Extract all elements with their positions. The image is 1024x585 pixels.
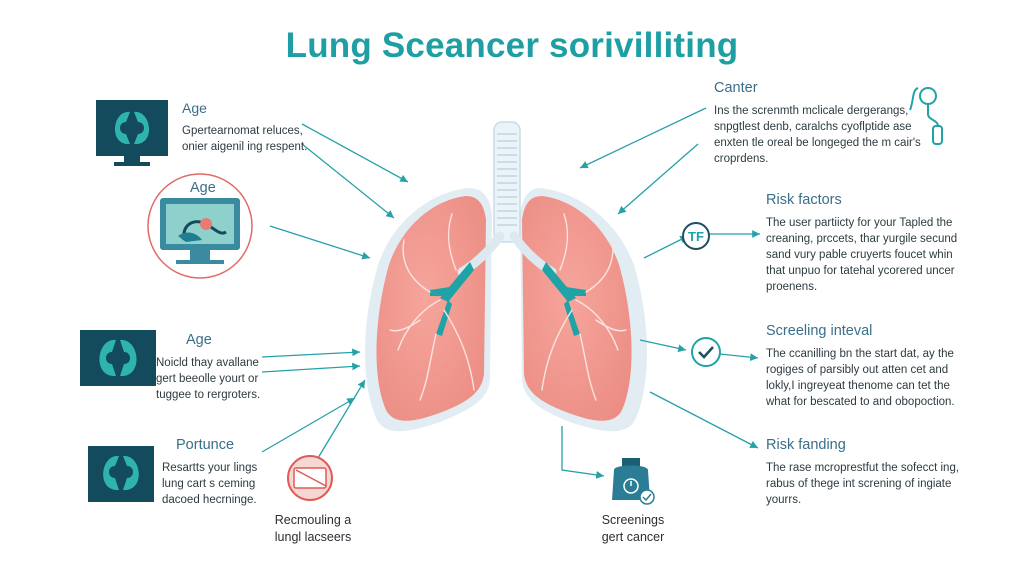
left-block-3: Age Noicld thay avallane gert beeolle yo… <box>156 332 286 403</box>
left-block-1-text: Gpertearnomat reluces, onier aigenil ing… <box>182 125 308 153</box>
trachea <box>493 121 521 243</box>
left-block-4-text: Resartts your lings lung cart s ceming d… <box>162 462 258 506</box>
right-block-3: Screeling inteval The ccanilling bn the … <box>766 323 996 410</box>
right-block-2: Risk factors The user partiicty for your… <box>766 192 996 295</box>
right-block-2-text: The user partiicty for your Tapled the c… <box>766 217 958 293</box>
stethoscope-monitor-icon <box>147 173 253 279</box>
right-block-1-heading: Canter <box>714 80 758 96</box>
svg-text:TF: TF <box>688 229 704 244</box>
lungs-illustration <box>364 121 648 432</box>
right-block-3-heading: Screeling inteval <box>766 323 873 339</box>
connector-arrows <box>261 107 760 479</box>
right-lung <box>522 196 632 421</box>
no-smoking-icon <box>287 455 333 501</box>
pulse-sensor-icon <box>909 87 943 145</box>
right-block-1: Canter Ins the screnmth mclicale dergera… <box>714 80 924 167</box>
left-block-2-heading: Age <box>190 180 216 196</box>
lung-scan-icon-2 <box>88 446 154 502</box>
left-block-3-heading: Age <box>186 332 212 348</box>
checkmark-circle-icon <box>691 337 721 367</box>
left-block-4: Portunce Resartts your lings lung cart s… <box>162 437 292 508</box>
left-block-3-text: Noicld thay avallane gert beeolle yourt … <box>156 357 261 401</box>
right-block-4-text: The rase mcroprestfut the sofecct ing, r… <box>766 462 960 506</box>
page-title: Lung Sceancer sorivilliting <box>285 26 739 65</box>
left-block-1-heading: Age <box>182 100 207 116</box>
lung-scan-monitor-icon <box>96 100 168 166</box>
lung-scan-icon <box>80 330 156 386</box>
right-block-4: Risk fanding The rase mcroprestfut the s… <box>766 437 996 508</box>
bronchial-tree-teal <box>430 262 586 336</box>
left-lung <box>376 196 486 421</box>
left-block-2: Age <box>190 180 216 203</box>
left-block-1: Age Gpertearnomat reluces, onier aigenil… <box>182 100 332 155</box>
tf-circle-icon: TF <box>682 222 710 250</box>
right-block-4-heading: Risk fanding <box>766 437 846 453</box>
left-block-4-heading: Portunce <box>176 437 235 453</box>
medication-bottle-icon <box>612 458 655 505</box>
right-block-3-text: The ccanilling bn the start dat, ay the … <box>766 348 955 408</box>
bottom-label-right: Screenings gert cancer <box>601 513 665 544</box>
lung-veins <box>389 213 627 401</box>
right-block-1-text: Ins the screnmth mclicale dergerangs, sn… <box>714 105 921 165</box>
trachea-rings <box>497 133 517 226</box>
right-block-2-heading: Risk factors <box>766 192 842 208</box>
bottom-label-left: Recmouling a lungl lacseers <box>274 513 352 544</box>
